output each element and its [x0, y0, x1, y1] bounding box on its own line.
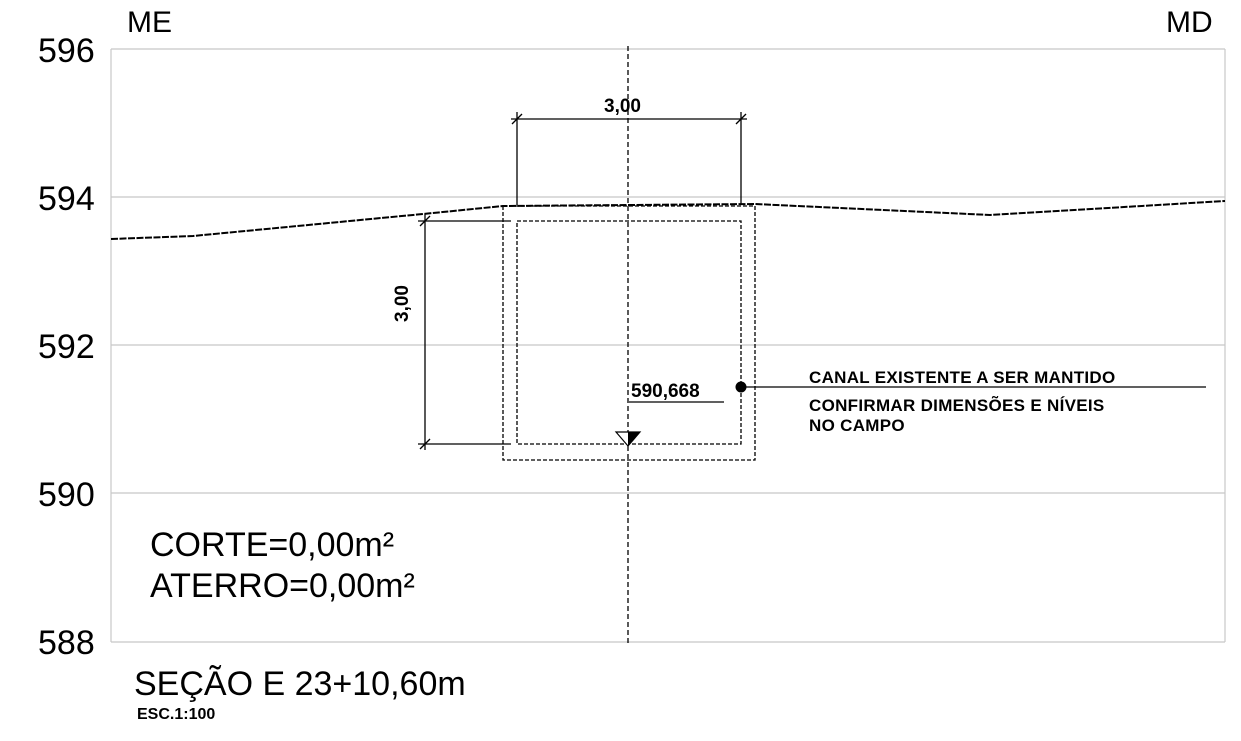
elevation-label-596: 596 [38, 32, 95, 70]
height-dimension-text: 3,00 [392, 285, 413, 322]
height-dimension [418, 214, 511, 450]
terrain-profile [110, 200, 1226, 240]
section-scale: ESC.1:100 [137, 706, 216, 723]
invert-level-text: 590,668 [631, 381, 700, 402]
right-side-label: MD [1166, 6, 1213, 39]
elevation-label-592: 592 [38, 328, 95, 366]
width-dimension-text: 3,00 [604, 96, 641, 117]
note-line-2: CONFIRMAR DIMENSÕES E NÍVEIS [809, 396, 1105, 415]
channel-outer-outline [502, 205, 756, 461]
width-dimension [511, 112, 747, 205]
level-triangle-fill [628, 432, 640, 446]
elevation-label-594: 594 [38, 180, 95, 218]
elevation-label-590: 590 [38, 476, 95, 514]
fill-area-text: ATERRO=0,00m² [150, 567, 415, 605]
note-line-3: NO CAMPO [809, 416, 905, 435]
section-title: SEÇÃO E 23+10,60m [134, 665, 466, 703]
channel-inner-outline [516, 220, 742, 445]
left-side-label: ME [127, 6, 172, 39]
elevation-label-588: 588 [38, 624, 95, 662]
elevation-grid [110, 48, 1226, 643]
note-line-1: CANAL EXISTENTE A SER MANTIDO [809, 368, 1116, 387]
cut-area-text: CORTE=0,00m² [150, 526, 395, 564]
